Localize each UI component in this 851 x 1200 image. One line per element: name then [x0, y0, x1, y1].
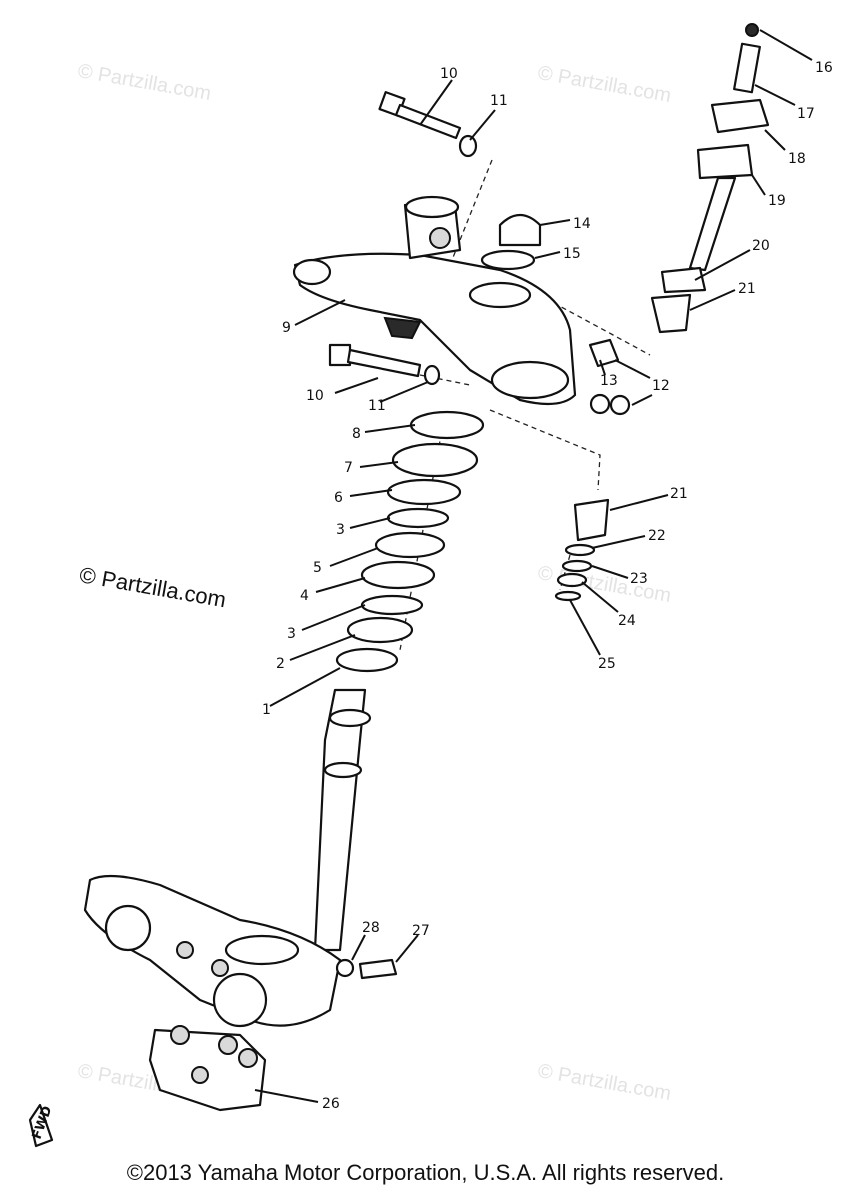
callout-5: 5	[313, 560, 322, 576]
callout-9: 9	[282, 320, 291, 336]
leader-lines	[254, 29, 813, 1103]
callout-8: 8	[352, 426, 361, 442]
callout-2: 2	[276, 656, 285, 672]
assembly-line	[489, 409, 601, 491]
callout-11: 11	[368, 398, 386, 414]
callout-11: 11	[490, 93, 508, 109]
callout-18: 18	[788, 151, 806, 167]
callout-6: 6	[334, 490, 343, 506]
under-bracket	[83, 874, 342, 1028]
handlebar-holder-lower	[148, 1025, 267, 1112]
callout-10: 10	[306, 388, 324, 404]
callout-labels: 10 11 16 17 18 19 20 21 14 15 9 12 13 10…	[262, 60, 833, 1112]
washer	[480, 249, 536, 271]
callout-21: 21	[670, 486, 688, 502]
callout-21: 21	[738, 281, 756, 297]
callout-15: 15	[563, 246, 581, 262]
copyright-notice: ©2013 Yamaha Motor Corporation, U.S.A. A…	[126, 1160, 725, 1185]
callout-26: 26	[322, 1096, 340, 1112]
bearing-stack	[335, 410, 485, 673]
callout-14: 14	[573, 216, 591, 232]
callout-16: 16	[815, 60, 833, 76]
stem-cap-nut	[498, 213, 542, 247]
bolt	[358, 958, 398, 980]
nut	[589, 393, 611, 415]
callout-3: 3	[336, 522, 345, 538]
nut	[609, 394, 631, 416]
damper-assembly	[554, 498, 610, 602]
upper-bracket	[292, 195, 577, 406]
callout-12: 12	[652, 378, 670, 394]
callout-23: 23	[630, 571, 648, 587]
callout-24: 24	[618, 613, 636, 629]
callout-10: 10	[440, 66, 458, 82]
callout-28: 28	[362, 920, 380, 936]
nut	[588, 338, 620, 368]
callout-19: 19	[768, 193, 786, 209]
callout-13: 13	[600, 373, 618, 389]
callout-20: 20	[752, 238, 770, 254]
callout-3: 3	[287, 626, 296, 642]
callout-25: 25	[598, 656, 616, 672]
callout-22: 22	[648, 528, 666, 544]
callout-7: 7	[344, 460, 353, 476]
pinch-bolt	[328, 343, 441, 386]
callout-17: 17	[797, 106, 815, 122]
callout-1: 1	[262, 702, 271, 718]
callout-4: 4	[300, 588, 309, 604]
nut	[335, 958, 355, 978]
pinch-bolt	[378, 91, 478, 158]
callout-27: 27	[412, 923, 430, 939]
forward-direction-marker: FWD	[28, 1103, 55, 1148]
steering-stem	[313, 688, 372, 952]
